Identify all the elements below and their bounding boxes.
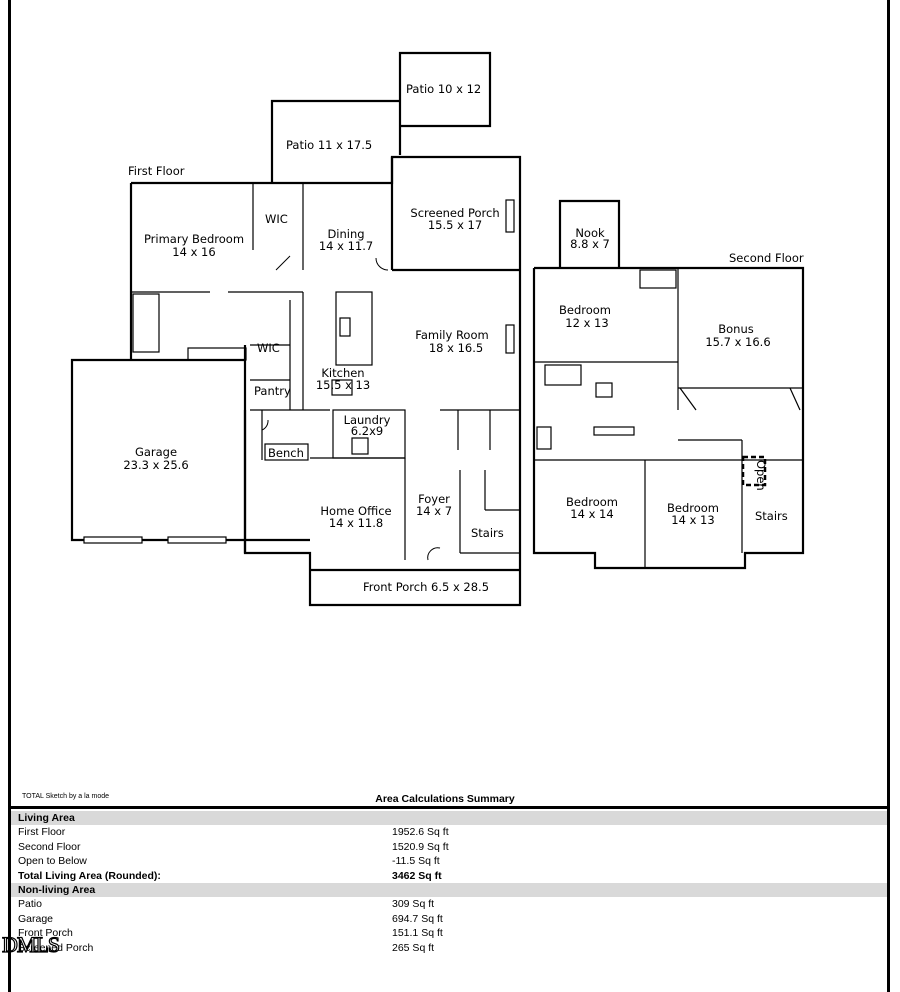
row-value: 265 Sq ft: [392, 941, 435, 954]
row-label: Screened Porch: [18, 941, 94, 954]
row-value: -11.5 Sq ft: [392, 855, 440, 868]
bench-label: Bench: [268, 446, 304, 460]
page-border-left: [8, 0, 11, 992]
stairs-first-label: Stairs: [471, 526, 504, 540]
family-room-size: 18 x 16.5: [429, 341, 483, 355]
row-label: Front Porch: [18, 927, 73, 940]
first-floor-label: First Floor: [128, 164, 185, 178]
row-value: 1520.9 Sq ft: [392, 840, 449, 853]
row-value: 3462 Sq ft: [392, 869, 442, 882]
row-label: Total Living Area (Rounded):: [18, 869, 161, 882]
table-row: Second Floor 1520.9 Sq ft: [11, 840, 887, 854]
table-row: Front Porch 151.1 Sq ft: [11, 926, 887, 940]
row-label: Non-living Area: [18, 883, 96, 896]
section-row-nonliving: Non-living Area: [11, 882, 887, 898]
table-row: Garage 694.7 Sq ft: [11, 912, 887, 926]
bedroom-b-size: 14 x 14: [570, 507, 613, 521]
bedroom-c-name: Bedroom: [667, 501, 719, 515]
screened-porch-size: 15.5 x 17: [428, 218, 482, 232]
row-label: Garage: [18, 912, 54, 925]
bedroom-b-name: Bedroom: [566, 495, 618, 509]
wic-lower-label: WIC: [257, 341, 280, 355]
summary-divider: [8, 806, 890, 809]
row-value: 309 Sq ft: [392, 898, 435, 911]
patio-a-label: Patio 10 x 12: [406, 82, 481, 96]
nook-name: Nook: [575, 226, 605, 240]
primary-bedroom-name: Primary Bedroom: [144, 232, 244, 246]
dining-name: Dining: [327, 227, 364, 241]
stairs-second-label: Stairs: [755, 509, 788, 523]
foyer-name: Foyer: [418, 492, 450, 506]
home-office-size: 14 x 11.8: [329, 516, 383, 530]
second-floor-label: Second Floor: [729, 251, 804, 265]
nook-size: 8.8 x 7: [570, 237, 610, 251]
summary-title: Area Calculations Summary: [375, 793, 515, 805]
kitchen-size: 15.5 x 13: [316, 378, 370, 392]
laundry-size: 6.2x9: [351, 424, 383, 438]
section-row-living: Living Area: [11, 811, 887, 826]
walls: [70, 51, 522, 607]
laundry-name: Laundry: [344, 413, 391, 427]
row-label: First Floor: [18, 826, 66, 839]
home-office-name: Home Office: [320, 504, 391, 518]
total-row: Total Living Area (Rounded): 3462 Sq ft: [11, 869, 887, 883]
row-label: Patio: [18, 898, 42, 911]
second-floor-walls: [532, 199, 805, 570]
screened-porch-name: Screened Porch: [410, 206, 499, 220]
row-label: Living Area: [18, 812, 75, 824]
row-label: Second Floor: [18, 840, 81, 853]
door-swings: [261, 255, 441, 561]
table-row: Screened Porch 265 Sq ft: [11, 941, 887, 955]
dining-size: 14 x 11.7: [319, 239, 373, 253]
bonus-name: Bonus: [718, 322, 754, 336]
table-row: Patio 309 Sq ft: [11, 897, 887, 911]
open-label: Open: [754, 460, 768, 491]
sketch-credit: TOTAL Sketch by a la mode: [22, 793, 110, 800]
row-label: Open to Below: [18, 855, 87, 868]
garage-size: 23.3 x 25.6: [123, 458, 188, 472]
front-porch-label: Front Porch 6.5 x 28.5: [363, 580, 489, 594]
table-row: Open to Below -11.5 Sq ft: [11, 854, 887, 868]
bedroom-c-size: 14 x 13: [671, 513, 714, 527]
row-value: 694.7 Sq ft: [392, 912, 443, 925]
watermark-logo: DMLS: [1, 931, 60, 957]
family-room-name: Family Room: [415, 328, 488, 342]
garage-name: Garage: [135, 445, 177, 459]
bedroom-a-size: 12 x 13: [565, 316, 608, 330]
primary-bedroom-size: 14 x 16: [172, 245, 215, 259]
patio-b-label: Patio 11 x 17.5: [286, 138, 372, 152]
row-value: 151.1 Sq ft: [392, 927, 443, 940]
interior-walls: [83, 183, 520, 560]
table-row: First Floor 1952.6 Sq ft: [11, 825, 887, 839]
floor-plan: First Floor Second Floor Patio 10 x 12 P…: [70, 51, 805, 607]
open-to-below-marker: [741, 455, 767, 487]
page-border-right: [887, 0, 890, 992]
wic-upper-label: WIC: [265, 212, 288, 226]
kitchen-name: Kitchen: [321, 366, 364, 380]
foyer-size: 14 x 7: [416, 504, 452, 518]
pantry-label: Pantry: [254, 384, 291, 398]
area-summary-table: Living Area First Floor 1952.6 Sq ft Seco…: [11, 811, 887, 955]
bedroom-a-name: Bedroom: [559, 303, 611, 317]
bonus-size: 15.7 x 16.6: [705, 335, 770, 349]
row-value: 1952.6 Sq ft: [392, 826, 449, 839]
